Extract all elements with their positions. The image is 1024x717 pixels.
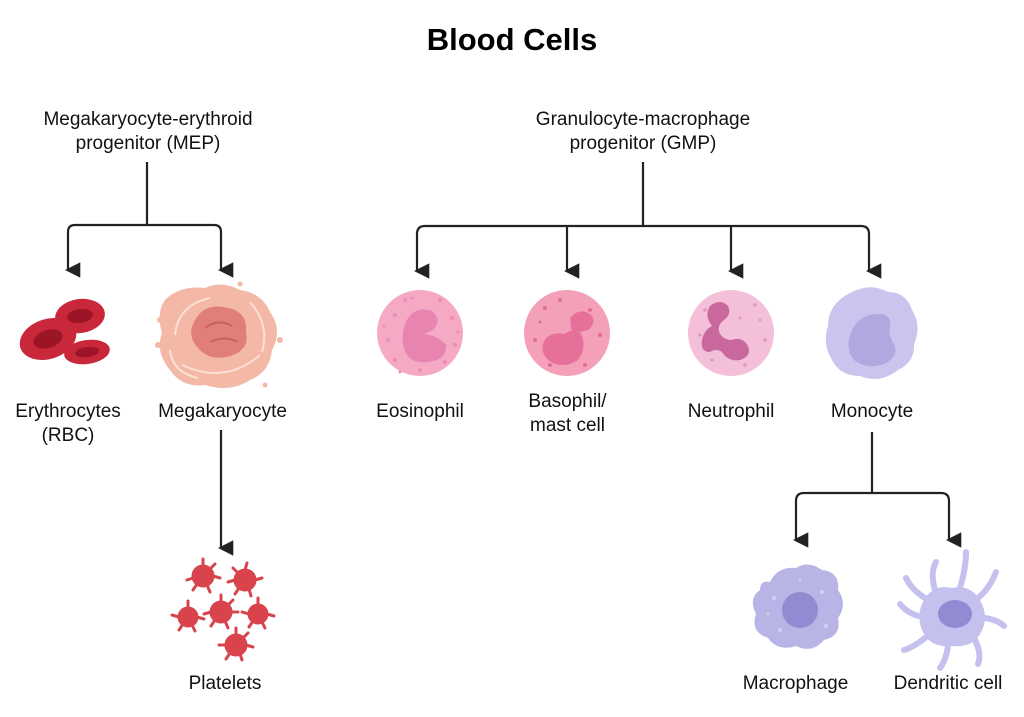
macrophage-icon [752, 564, 843, 649]
neutrophil-label: Neutrophil [687, 401, 775, 422]
connector-mep-to-megakaryocyte [147, 223, 234, 278]
basophil-label: Basophil/ mast cell [515, 390, 620, 438]
mep-label-line1: Megakaryocyte-erythroid [43, 109, 253, 130]
mep-label: Megakaryocyte-erythroid progenitor (MEP) [28, 108, 268, 156]
erythrocytes-label-line1: Erythrocytes [15, 401, 121, 422]
erythrocytes-label-line2: (RBC) [41, 425, 95, 446]
monocyte-icon [825, 287, 918, 379]
monocyte-label: Monocyte [830, 401, 914, 422]
platelets-icon [170, 557, 276, 662]
macrophage-label: Macrophage [742, 673, 849, 694]
connector-monocyte-to-dendritic [872, 491, 962, 548]
dendritic-cell-icon [897, 549, 1007, 671]
connector-gmp-to-eosinophil [413, 224, 430, 279]
red-blood-cells-icon [19, 298, 110, 365]
connector-mep-to-erythrocytes [64, 223, 147, 278]
basophil-label-line2: mast cell [530, 415, 605, 436]
connectors [64, 162, 962, 556]
gmp-label: Granulocyte-macrophage progenitor (GMP) [518, 108, 768, 156]
erythrocytes-label: Erythrocytes (RBC) [8, 400, 128, 448]
mep-label-line2: progenitor (MEP) [75, 133, 221, 154]
neutrophil-icon [688, 290, 774, 376]
basophil-label-line1: Basophil/ [528, 391, 607, 412]
dendritic-cell-label: Dendritic cell [893, 673, 1003, 694]
connector-gmp-to-monocyte [860, 224, 882, 279]
diagram-title: Blood Cells [426, 22, 598, 57]
basophil-icon [524, 290, 610, 376]
megakaryocyte-label: Megakaryocyte [158, 401, 287, 422]
connector-monocyte-to-macrophage [792, 491, 872, 548]
megakaryocyte-icon [155, 281, 283, 389]
gmp-label-line2: progenitor (GMP) [569, 133, 717, 154]
eosinophil-label: Eosinophil [376, 401, 464, 422]
eosinophil-icon [377, 290, 463, 376]
gmp-label-line1: Granulocyte-macrophage [535, 109, 751, 130]
platelets-label: Platelets [188, 673, 262, 694]
